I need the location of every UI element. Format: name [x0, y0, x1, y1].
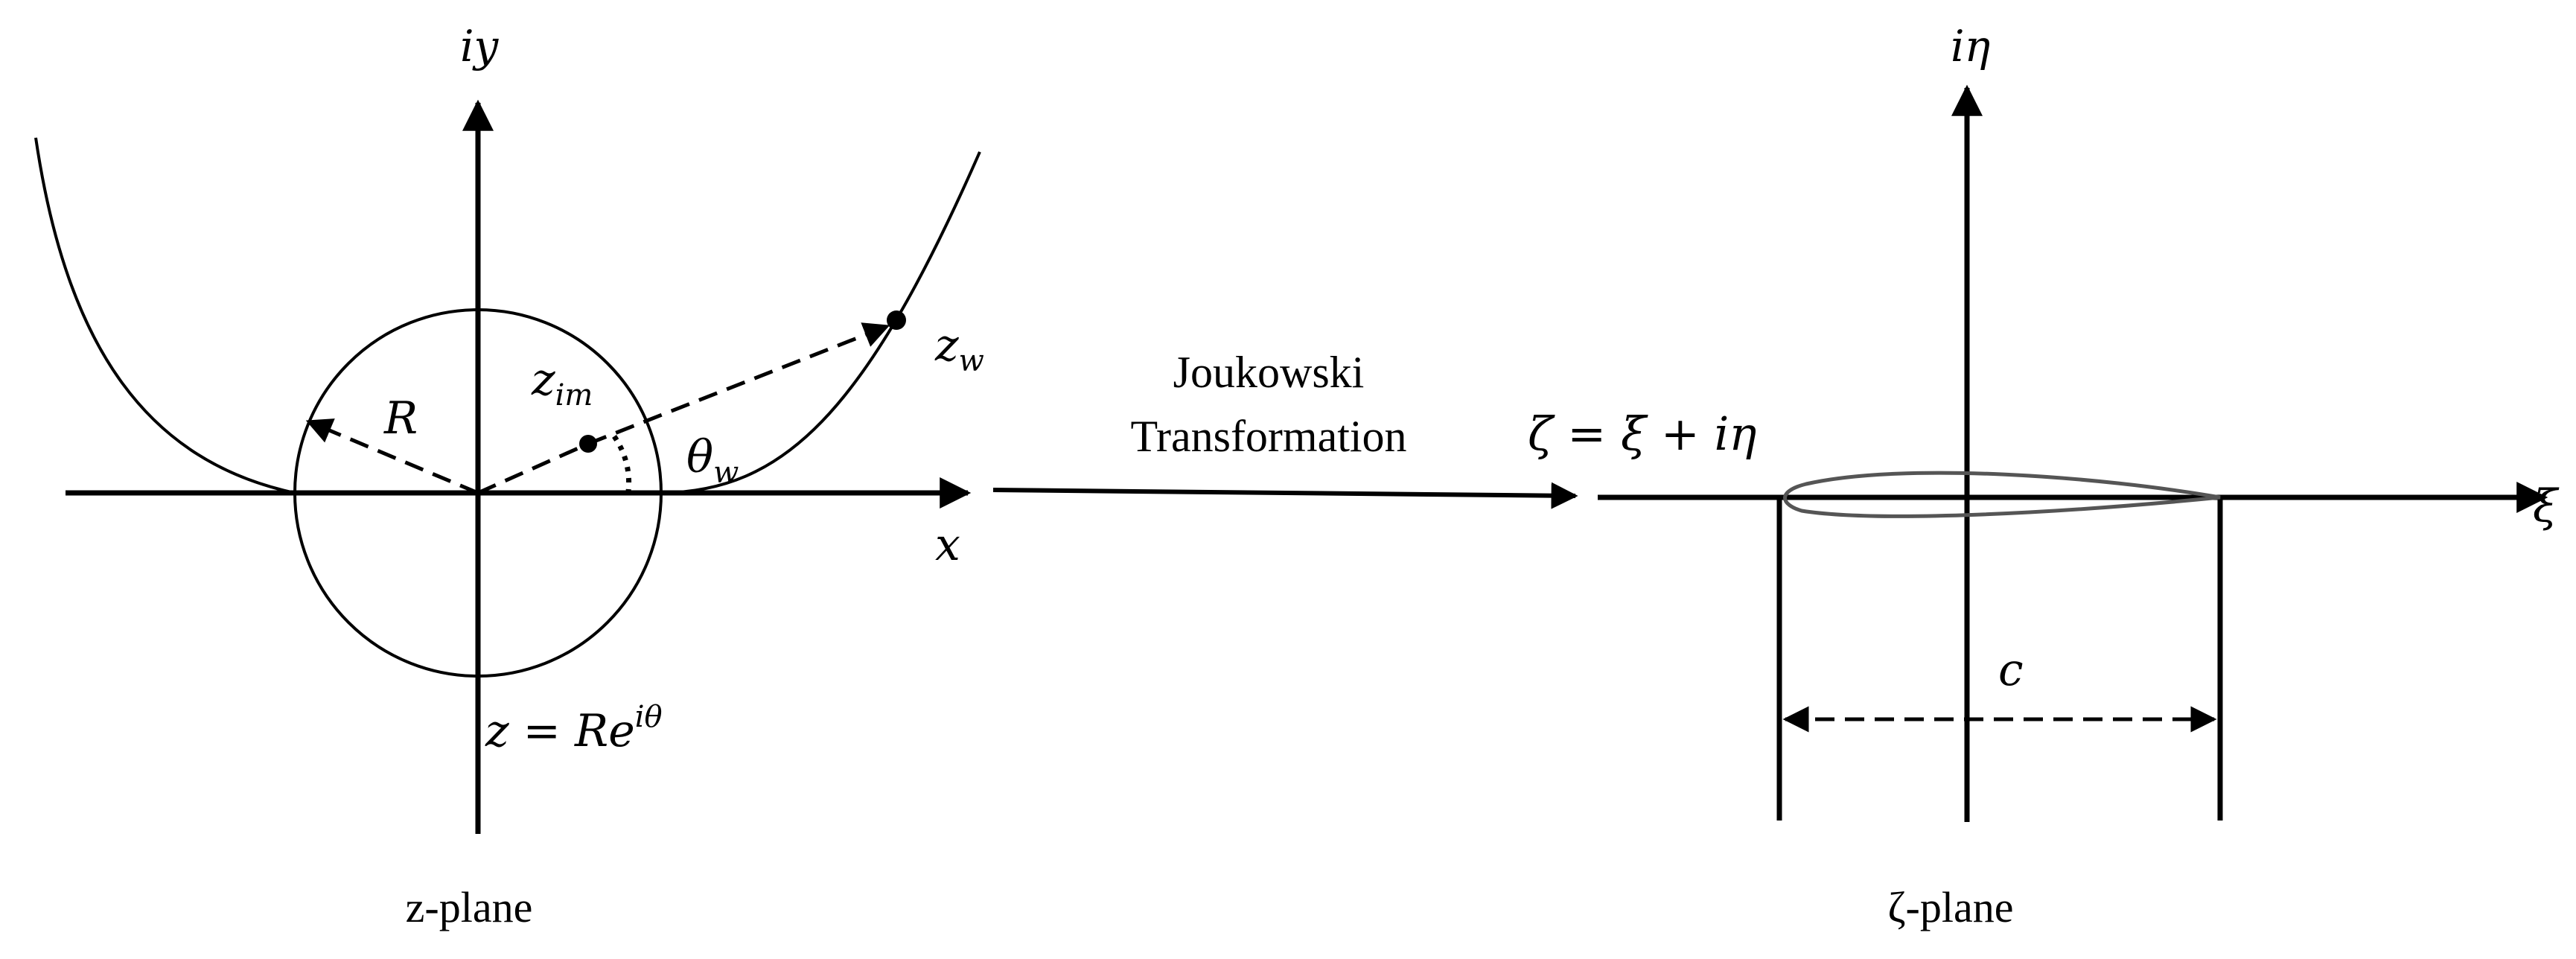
z-plane-caption: z-plane [406, 883, 533, 931]
chord-label: c [1998, 644, 2024, 696]
zeta-plane-x-axis-label: ξ [2533, 480, 2560, 532]
z-plane-x-axis-label: x [935, 519, 960, 571]
transformation-line-1: Joukowski [1173, 348, 1365, 397]
point-zw-main: z [934, 319, 959, 372]
angle-label: θw [686, 431, 739, 490]
z-plane-equation-superscript: iθ [635, 700, 663, 734]
airfoil [1783, 471, 2221, 518]
angle-subscript: w [713, 456, 739, 490]
point-zw-label: zw [934, 319, 984, 378]
transformation-arrow [992, 482, 1578, 509]
transformation: Joukowski Transformation [992, 348, 1578, 509]
radius-arrow [305, 418, 479, 495]
angle-arc [612, 435, 632, 492]
point-zim-main: z [531, 354, 555, 406]
transformation-line-2: Transformation [1130, 412, 1406, 461]
zeta-plane-y-axis-label: iη [1951, 21, 1991, 71]
zeta-plane-equation: ζ = ξ + iη [1528, 407, 1756, 461]
z-plane-y-axis-label: iy [460, 21, 500, 71]
radius-label: R [383, 392, 418, 445]
point-zw-subscript: w [959, 344, 984, 378]
point-zim-label: zim [531, 354, 593, 412]
point-zw-dot [887, 310, 906, 330]
point-zim-dot [579, 435, 597, 453]
z-plane-equation-main: z = Re [485, 705, 635, 757]
zeta-plane: iη ξ ζ = ξ + iη c ζ-plane [1528, 21, 2560, 931]
zim-to-zw-arrow [587, 322, 890, 446]
angle-main: θ [686, 431, 713, 483]
point-zim-subscript: im [555, 378, 593, 412]
zeta-plane-caption: ζ-plane [1888, 883, 2014, 931]
z-plane-equation: z = Reiθ [485, 700, 663, 757]
wake-curve [34, 137, 981, 494]
z-plane: iy x R zim zw θw z = Reiθ z-plane [34, 21, 984, 931]
center-to-zw-line [476, 442, 590, 495]
